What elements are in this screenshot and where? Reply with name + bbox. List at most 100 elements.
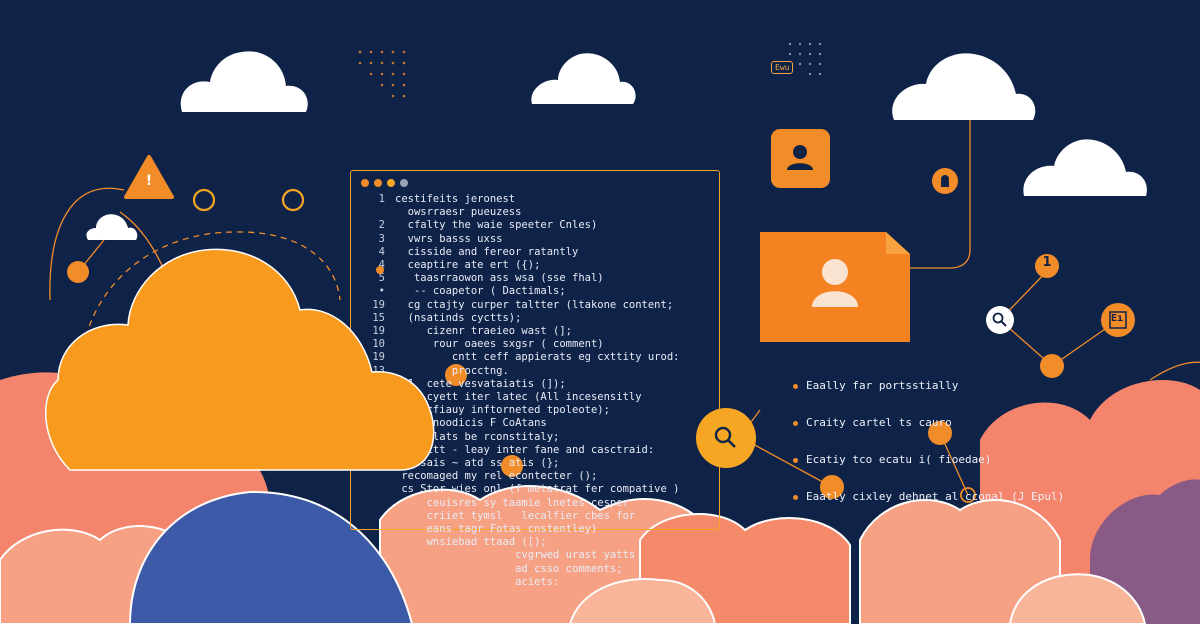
- code-line: 4 cisside and fereor ratantly: [351, 246, 719, 259]
- feature-list: Eaally far portsstially Craity cartel ts…: [793, 355, 1064, 529]
- node-dots: [67, 188, 1064, 503]
- line-number: 1: [378, 193, 385, 205]
- feature-item: Eaally far portsstially: [793, 378, 1064, 392]
- code-text: cestifeits jeronest: [395, 193, 516, 205]
- code-line: ad csso comments;: [351, 563, 719, 576]
- code-line: ceuisres sy taamie lnetes cesper: [351, 497, 719, 510]
- code-text: cfalty the waie speeter Cnles): [395, 219, 598, 232]
- window-dot: [400, 179, 408, 187]
- cloud-bank: [0, 372, 1200, 624]
- search-icon: [696, 408, 756, 468]
- code-text: rour oaees sxgsr ( comment): [395, 338, 604, 351]
- tag-chip: Ewu: [771, 61, 794, 74]
- line-number: •: [378, 285, 385, 298]
- code-text: cntt ceff appierats eg cxttity urod:: [395, 351, 680, 364]
- user-icon: [771, 129, 830, 188]
- code-text: cizenr traeieo wast (];: [395, 325, 573, 338]
- number-badge-label: 1: [1042, 255, 1052, 270]
- feature-text: Eaatly cixley dehnet al cconal (J Epul): [806, 490, 1065, 504]
- code-line: • -- coapetor ( Dactimals;: [351, 285, 719, 298]
- code-line: 5 taasrraowon ass wsa (sse fhal): [351, 272, 719, 285]
- code-text: ceaptire ate ert ({);: [395, 259, 541, 272]
- window-dot: [374, 179, 382, 187]
- number-badge-icon: [1035, 254, 1059, 278]
- feature-item: Eaatly cixley dehnet al cconal (J Epul): [793, 491, 1064, 503]
- code-text: procctng.: [395, 364, 509, 377]
- line-number: 10: [372, 338, 385, 351]
- line-number: 5: [378, 272, 385, 285]
- line-number: 3: [378, 232, 385, 245]
- breakpoint-dot: [376, 266, 384, 274]
- code-line: recomaged my rel econtecter ();: [351, 470, 719, 483]
- code-line: owsrraesr pueuzess: [351, 206, 719, 219]
- code-line: 3 c1 cete vesvataiatis (]);: [351, 378, 719, 391]
- bullet-icon: [793, 420, 798, 426]
- line-number: 4: [378, 259, 385, 272]
- code-editor-window: 1 cestifeits jeronest owsrraesr pueuzess 2…: [350, 170, 720, 588]
- window-dot: [361, 179, 369, 187]
- line-number: 19: [372, 325, 385, 338]
- code-line: eans tagr Fotas cnstentley): [351, 523, 719, 536]
- line-number: 4: [378, 245, 385, 258]
- code-line: 4 ceaptire ate ert ({);: [351, 259, 719, 272]
- code-text: aciets:: [395, 575, 560, 588]
- code-text: cg ctajty curper taltter (ltakone conten…: [395, 298, 674, 311]
- code-text: taasrraowon ass wsa (sse fhal): [395, 272, 604, 285]
- feature-text: Craity cartel ts cauro: [806, 416, 952, 430]
- code-text: cvgrwed urast yatts: [395, 549, 636, 562]
- code-line: wnsiebad ttaad ([);: [351, 536, 719, 549]
- code-line: 19 cizenr traeieo wast (];: [351, 325, 719, 338]
- code-line: 19 cntt ceff appierats eg cxttity urod:: [351, 351, 719, 364]
- dot-grid-left: [358, 50, 406, 98]
- line-number: 19: [372, 298, 385, 311]
- code-text: -- coapetor ( Dactimals;: [395, 285, 566, 298]
- code-text: vwrs basss uxss: [395, 232, 503, 245]
- code-text: ad csso comments;: [395, 562, 623, 575]
- code-text: recomaged my rel econtecter ();: [395, 470, 598, 483]
- feature-item: Craity cartel ts cauro: [793, 416, 1064, 430]
- warning-mark: !: [145, 173, 153, 189]
- dot-grid-right: [788, 42, 822, 76]
- code-line: cs Stor wies onl (f metatrat fer compati…: [351, 483, 719, 496]
- code-text: cisside and fereor ratantly: [395, 245, 579, 258]
- feature-text: Ecatiy tco ecatu i( fioedae): [806, 453, 992, 467]
- feature-text: Eaally far portsstially: [806, 378, 959, 392]
- window-controls: [361, 179, 408, 187]
- code-line: 1 cestifeits jeronest: [351, 193, 719, 206]
- code-line: aciets:: [351, 576, 719, 589]
- line-number: 19: [372, 351, 385, 364]
- code-text: eans tagr Fotas cnstentley): [395, 523, 598, 536]
- warning-icon: [124, 155, 174, 199]
- code-text: cl Cnoodicis F CoAtans: [395, 417, 547, 430]
- dashed-arc: [79, 231, 341, 381]
- white-clouds: [86, 51, 1147, 240]
- code-lines: 1 cestifeits jeronest owsrraesr pueuzess 2…: [351, 193, 719, 589]
- code-text: cs Stor wies onl (f metatrat fer compati…: [395, 483, 680, 496]
- bullet-icon: [793, 457, 798, 463]
- window-dot: [387, 179, 395, 187]
- line-number: 2: [378, 219, 385, 232]
- code-text: c1 cyett iter latec (All incesensitly: [395, 391, 642, 404]
- code-line: 3 vwrs basss uxss: [351, 233, 719, 246]
- feature-item: Ecatiy tco ecatu i( fioedae): [793, 453, 1064, 467]
- code-line: 10 rour oaees sxgsr ( comment): [351, 338, 719, 351]
- code-line: criiet tymsl lecalfier cbes for: [351, 510, 719, 523]
- code-text: owsrraesr pueuzess: [395, 206, 522, 219]
- code-text: (nsatinds cyctts);: [395, 311, 522, 324]
- cloud-icon: [44, 248, 435, 471]
- code-text: criiet tymsl lecalfier cbes for: [395, 509, 636, 522]
- code-text: wnsiebad ttaad ([);: [395, 536, 547, 549]
- code-text: ceuisres sy taamie lnetes cesper: [395, 496, 629, 509]
- code-text: c1 cete vesvataiatis (]);: [395, 377, 566, 390]
- bullet-icon: [793, 383, 798, 389]
- bullet-icon: [793, 495, 798, 501]
- search-node-icon: [986, 306, 1014, 334]
- document-user-icon: [760, 232, 910, 342]
- lock-icon: [932, 168, 958, 194]
- line-number: 15: [372, 311, 385, 324]
- box-badge-icon: [1101, 303, 1135, 337]
- code-line: 19 cg ctajty curper taltter (ltakone con…: [351, 299, 719, 312]
